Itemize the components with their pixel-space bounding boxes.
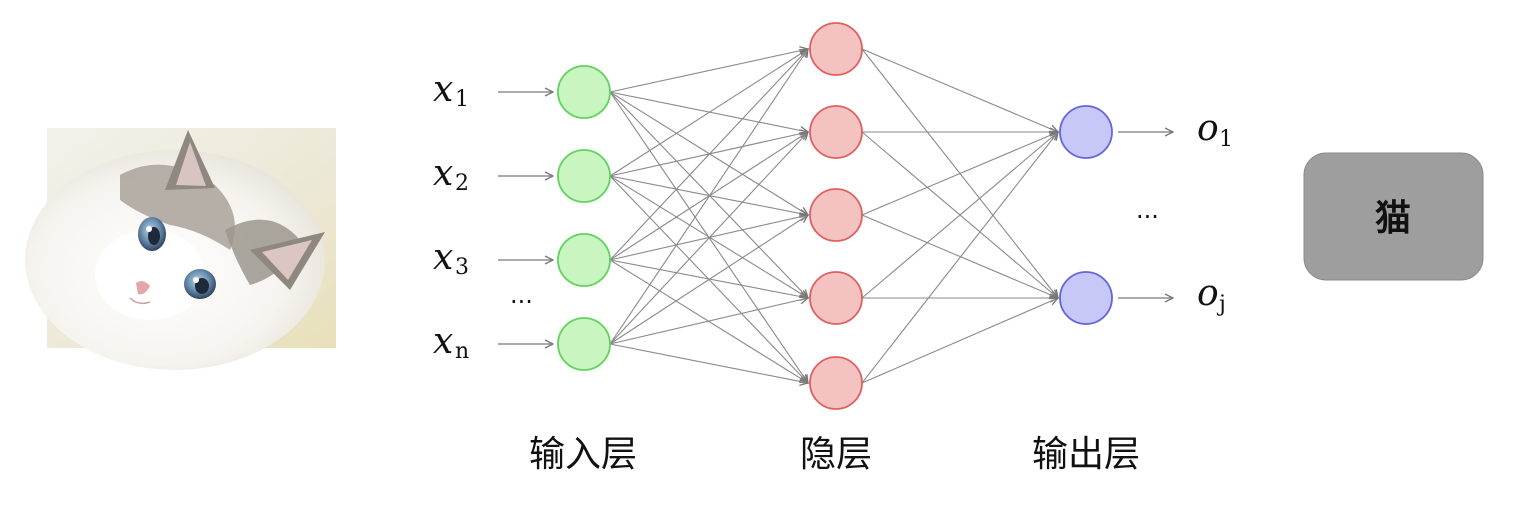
edge-input-1-hidden-1 [609, 49, 808, 93]
svg-text:x: x [433, 237, 453, 278]
input-node-2 [557, 149, 611, 203]
output-arrows [1118, 132, 1173, 298]
input-node-1 [557, 65, 611, 119]
svg-text:o: o [1197, 273, 1219, 314]
output-layer-label: 输出层 [1032, 434, 1140, 475]
svg-text:3: 3 [455, 255, 469, 280]
input-arrows [498, 92, 553, 344]
hidden-node-5 [809, 356, 863, 410]
svg-text:2: 2 [455, 171, 469, 196]
edge-input-2-hidden-1 [609, 49, 808, 177]
result-box: 猫 [1303, 152, 1484, 281]
input-node-4 [557, 317, 611, 371]
output-ellipsis: ... [1136, 196, 1159, 224]
hidden-layer-label: 隐层 [800, 434, 872, 475]
svg-text:o: o [1197, 108, 1219, 149]
edge-hidden-5-output-2 [861, 298, 1058, 384]
output-label-o1: o 1 [1197, 108, 1233, 152]
hidden-node-1 [809, 22, 863, 76]
hidden-node-2 [809, 105, 863, 159]
svg-text:1: 1 [455, 87, 469, 112]
input-label-xn: x n [433, 321, 469, 364]
hidden-node-3 [809, 188, 863, 242]
input-node-3 [557, 233, 611, 287]
edge-hidden-1-output-1 [861, 48, 1058, 132]
svg-text:x: x [433, 321, 453, 362]
result-label: 猫 [1375, 198, 1411, 239]
cat-photo-image [25, 128, 336, 370]
hidden-node-4 [809, 271, 863, 325]
edge-hidden-3-output-2 [861, 214, 1058, 298]
edge-hidden-3-output-1 [861, 132, 1058, 216]
input-label-x3: x 3 [433, 237, 469, 280]
input-label-x2: x 2 [433, 153, 469, 196]
edge-input-4-hidden-3 [609, 215, 808, 345]
edge-input-4-hidden-1 [609, 49, 808, 345]
edge-input-4-hidden-5 [609, 343, 808, 383]
svg-text:j: j [1216, 292, 1226, 317]
hidden-output-connections [861, 48, 1058, 384]
edge-hidden-5-output-1 [861, 132, 1058, 384]
output-label-oj: o j [1197, 273, 1226, 317]
edge-input-3-hidden-1 [609, 49, 808, 261]
network-nodes [557, 22, 1113, 410]
svg-text:x: x [433, 153, 453, 194]
output-node-1 [1059, 105, 1113, 159]
svg-text:1: 1 [1219, 127, 1233, 152]
input-layer-label: 输入层 [529, 434, 637, 475]
input-label-x1: x 1 [433, 69, 469, 112]
output-node-2 [1059, 271, 1113, 325]
edge-hidden-4-output-1 [861, 132, 1058, 299]
edge-input-4-hidden-2 [609, 132, 808, 345]
svg-text:n: n [455, 339, 469, 364]
input-hidden-connections [609, 49, 808, 383]
svg-text:x: x [433, 69, 453, 110]
edge-input-4-hidden-4 [609, 298, 808, 345]
input-ellipsis: ... [510, 281, 533, 309]
